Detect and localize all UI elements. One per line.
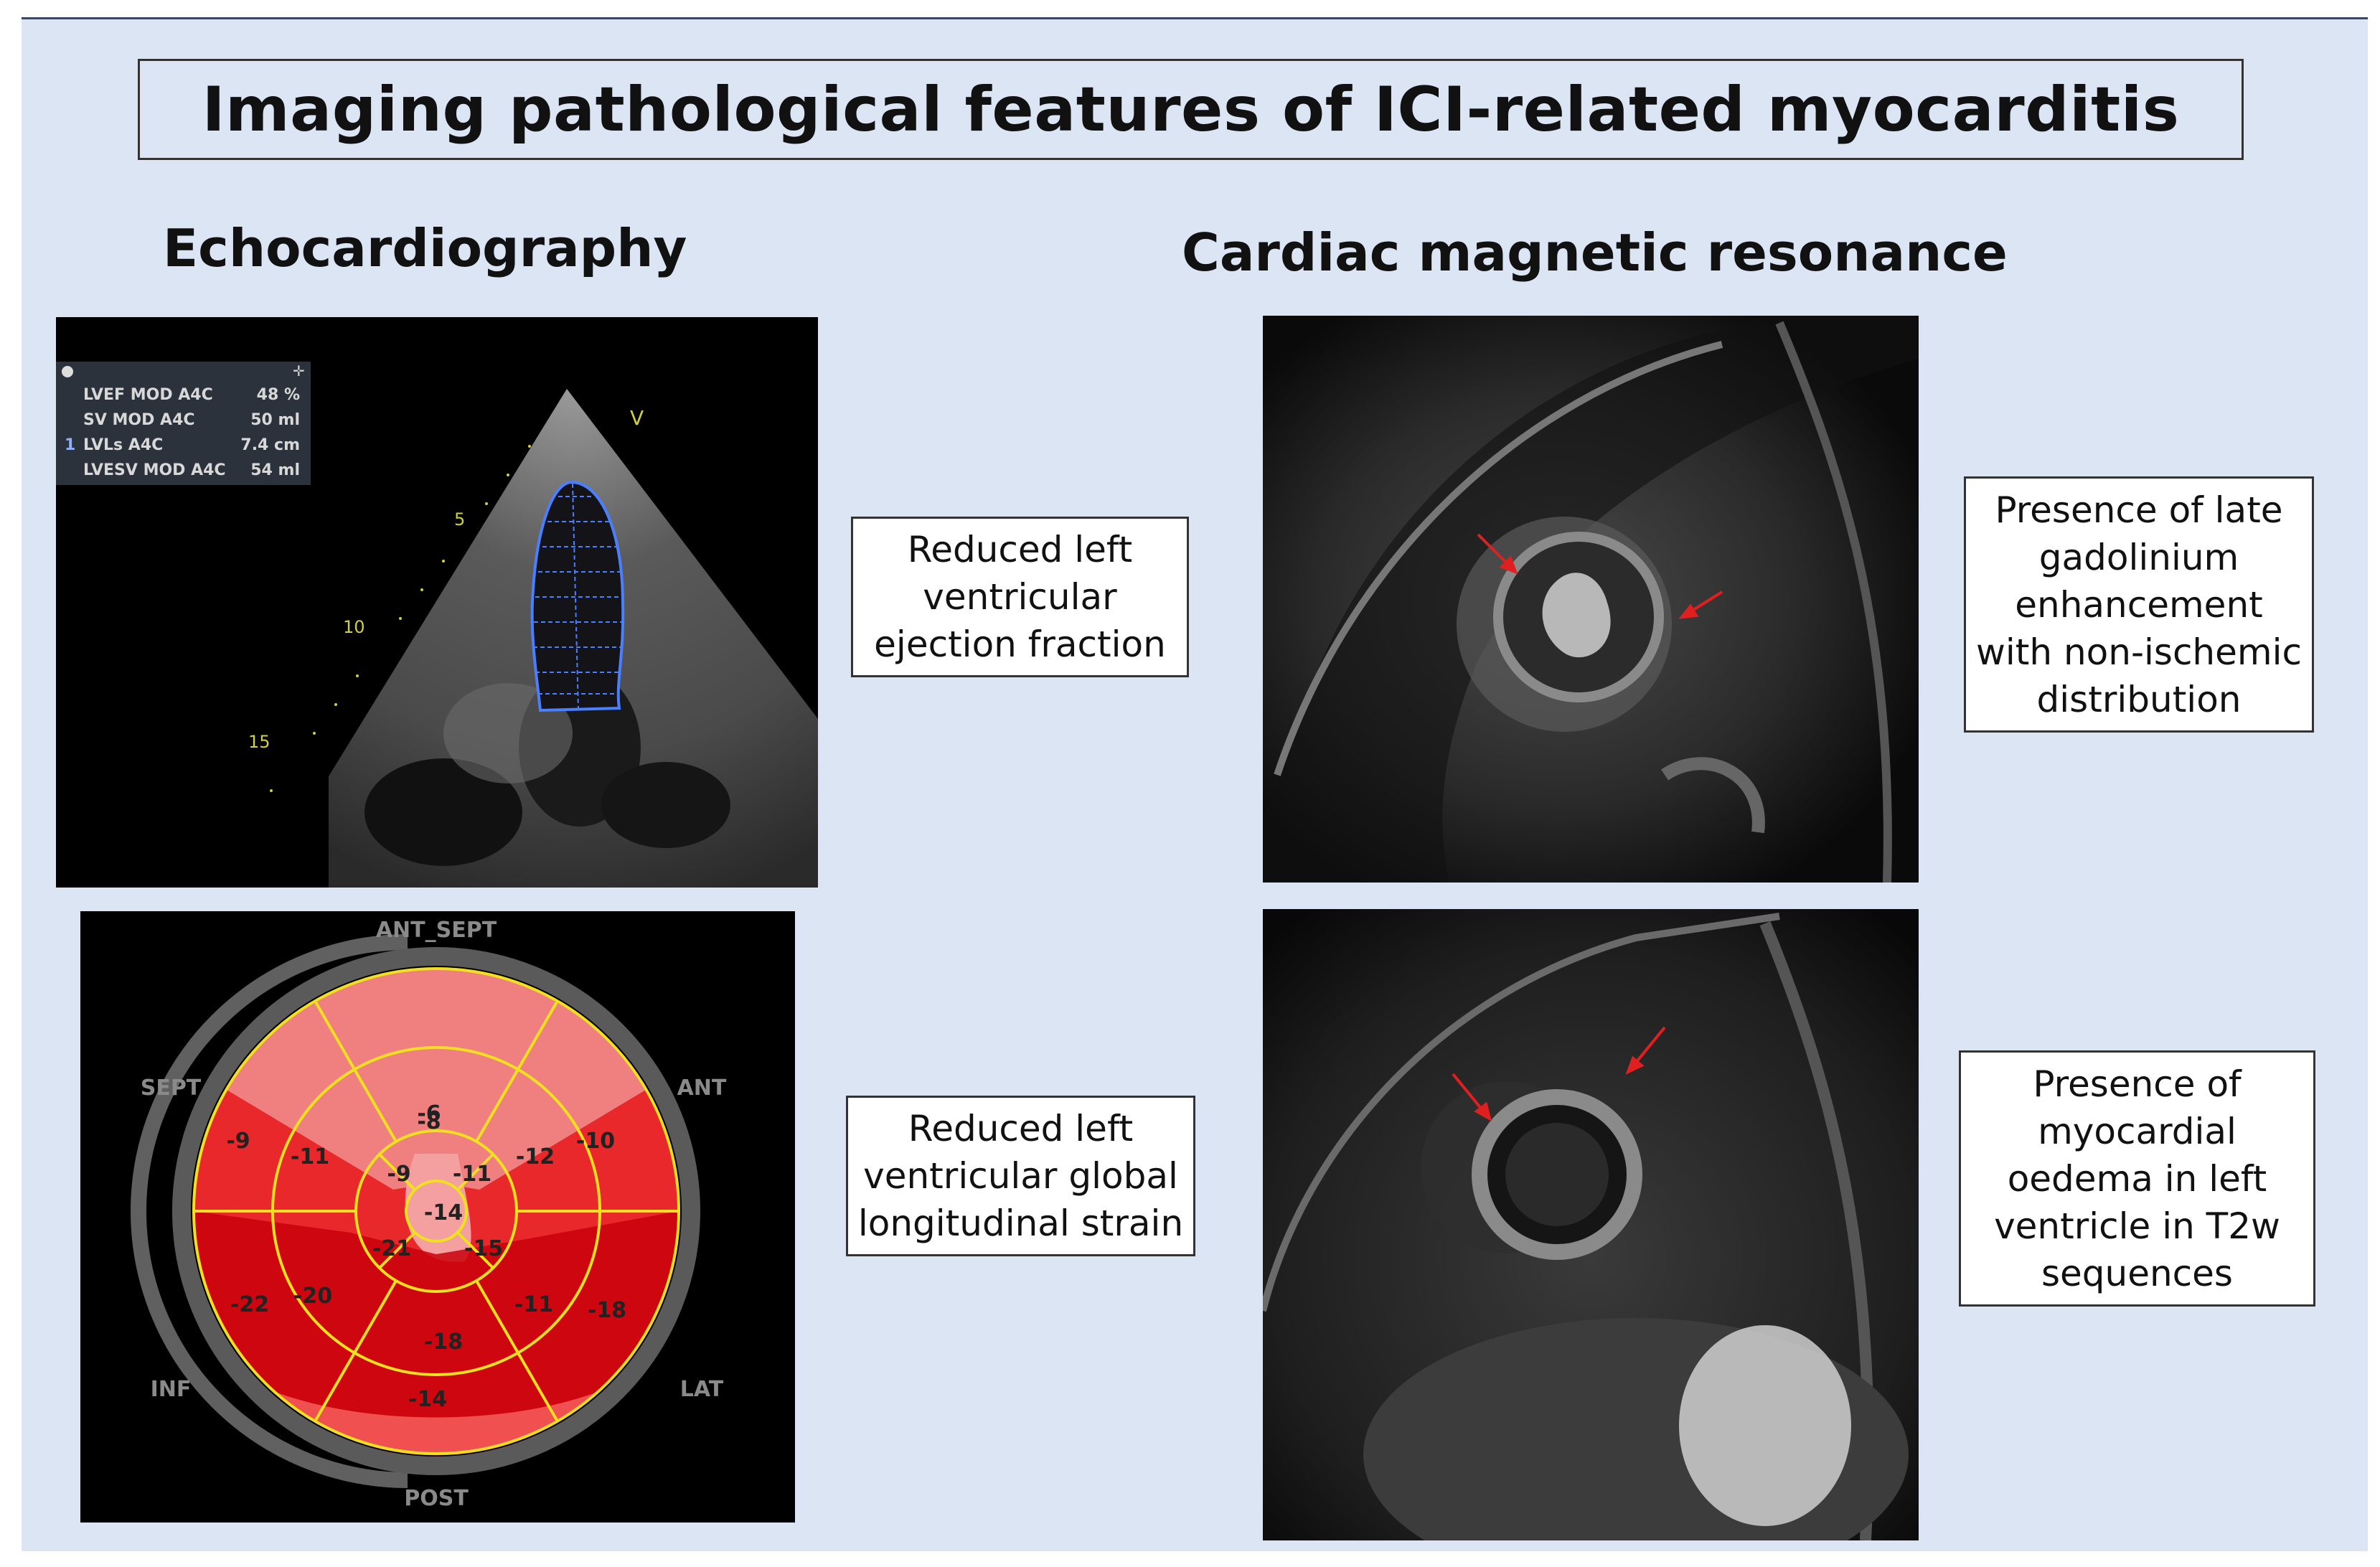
bullseye-grid [192,967,680,1455]
cmr-lge-svg [1263,316,1919,883]
echo-depth-10: 10 [343,617,365,637]
measure-value: 48 % [257,386,300,404]
bullseye-plot: -8 -10 -18 -14 -22 -9 -6-12-11-18-20-11-… [80,911,795,1523]
echo-depth-dots [270,445,531,792]
segment-value: -21 [372,1236,411,1261]
echo-marker: V [630,406,644,430]
caption-lge: Presence of late gadolinium enhancement … [1964,476,2314,733]
bullseye-dark-region [194,1211,679,1454]
orientation-label: POST [404,1486,469,1511]
t2w-arrows [1452,1026,1666,1121]
segment-value: -18 [424,1330,463,1355]
measure-value: 50 ml [250,411,300,429]
segment-value: -9 [226,1129,250,1154]
cmr-t2w-image [1263,909,1919,1540]
segment-value: -10 [576,1129,615,1154]
lge-body-edge [1775,321,1892,883]
measure-prefix: 1 [65,436,75,454]
orientation-label: LAT [680,1377,724,1402]
echo-heading: Echocardiography [163,218,687,278]
echo-panel-close-icon[interactable] [62,366,73,377]
echo-depth-15: 15 [248,732,271,752]
echo-chamber-la [364,758,522,866]
segment-value: -15 [464,1236,503,1261]
measure-label: LVEF MOD A4C [83,386,213,404]
orientation-label: ANT [677,1076,727,1101]
orientation-label: INF [151,1377,192,1402]
bullseye-outer-arc [131,934,408,1488]
echo-measure-panel [56,362,311,485]
echo-trace-grid [533,483,623,711]
arrow-icon [1499,555,1518,575]
echo-image: 5 10 15 V ✛ LVEF MOD A4C 48 % SV MOD A4C… [56,317,818,888]
cmr-lge-image [1263,316,1919,883]
caption-oedema: Presence of myocardial oedema in left ve… [1959,1050,2315,1307]
lge-liver-edge [1661,757,1765,834]
segment-value: -11 [514,1292,553,1317]
measure-label: SV MOD A4C [83,411,195,429]
t2w-lv-cavity [1505,1123,1609,1226]
lge-chest-wall [1274,341,1723,776]
orientation-label: ANT_SEPT [376,918,497,943]
echo-depth-5: 5 [454,509,465,530]
segment-value: -14 [424,1200,463,1225]
arrow-icon [1678,603,1699,619]
measure-label: LVESV MOD A4C [83,461,226,479]
page-title: Imaging pathological features of ICI-rel… [202,73,2180,146]
orientation-label: SEPT [141,1076,202,1101]
caption-lvef: Reduced left ventricular ejection fracti… [851,517,1189,677]
lge-arrows [1477,533,1723,619]
bullseye-light-region [227,969,646,1190]
segment-value: -14 [408,1387,447,1412]
measure-value: 54 ml [250,461,300,479]
segment-value: -6 [417,1101,441,1126]
cmr-heading: Cardiac magnetic resonance [1182,222,2008,283]
t2w-bright-structure [1679,1325,1851,1526]
echo-svg: 5 10 15 V ✛ LVEF MOD A4C 48 % SV MOD A4C… [56,362,818,888]
segment-value: -20 [293,1284,332,1309]
bullseye-values: -8 -10 -18 -14 -22 -9 [226,1109,626,1412]
bullseye-outer-ring [172,947,700,1475]
segment-value: -11 [291,1144,329,1170]
echo-lv-trace [530,480,625,712]
title-box: Imaging pathological features of ICI-rel… [138,59,2244,160]
measure-label: LVLs A4C [83,436,163,454]
segment-value: -11 [453,1162,491,1187]
lge-lung-field [1263,316,1919,883]
bullseye-svg: -8 -10 -18 -14 -22 -9 -6-12-11-18-20-11-… [131,918,727,1511]
slide: Imaging pathological features of ICI-rel… [22,17,2368,1551]
arrow-icon [1474,1101,1492,1121]
echo-chamber-ra [601,762,730,848]
t2w-chest-wall [1263,913,1780,1312]
segment-value: -18 [588,1298,626,1323]
caption-gls: Reduced left ventricular global longitud… [846,1096,1195,1256]
cmr-t2w-svg [1263,909,1919,1540]
arrow-icon [1625,1055,1645,1075]
segment-value: -22 [230,1292,269,1317]
segment-value: -12 [516,1144,555,1170]
echo-panel-move-icon[interactable]: ✛ [293,362,305,380]
segment-value: -8 [417,1109,441,1134]
echo-measurements: LVEF MOD A4C 48 % SV MOD A4C 50 ml 1 LVL… [65,386,300,479]
lge-blood-pool [1542,573,1611,658]
measure-value: 7.4 cm [240,436,300,454]
segment-value: -9 [387,1162,410,1187]
